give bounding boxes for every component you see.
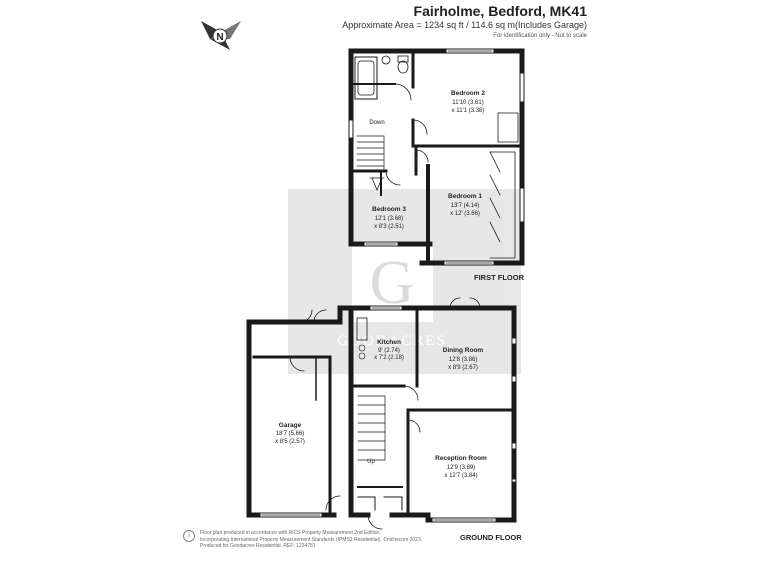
bedroom1-name: Bedroom 1	[448, 193, 482, 200]
footer-notes: Floor plan produced in accordance with R…	[200, 530, 500, 550]
room-bedroom2: Bedroom 2 11'10 (3.61) x 11'1 (3.38)	[451, 90, 485, 114]
bedroom1-dim2: x 12' (3.66)	[450, 211, 480, 217]
first-floor-plan	[348, 48, 525, 266]
first-floor-label: FIRST FLOOR	[474, 273, 525, 282]
room-reception: Reception Room 12'9 (3.89) x 12'7 (3.84)	[435, 455, 487, 479]
room-dining: Dining Room 12'8 (3.86) x 8'9 (2.67)	[443, 347, 484, 371]
room-bedroom3: Bedroom 3 12'1 (3.68) x 8'3 (2.51)	[372, 206, 406, 230]
stairs-up-label: Up	[367, 459, 375, 465]
bedroom3-dim2: x 8'3 (2.51)	[374, 224, 404, 230]
bedroom3-dim1: 12'1 (3.68)	[375, 216, 404, 222]
kitchen-name: Kitchen	[377, 339, 401, 346]
compass-north-label: N	[216, 32, 223, 43]
scale-note: For identification only - Not to scale	[493, 33, 587, 39]
garage-dim1: 18'7 (5.66)	[276, 431, 305, 437]
footer-line-2: Incorporating International Property Mea…	[200, 536, 423, 543]
bedroom2-name: Bedroom 2	[451, 90, 485, 97]
bedroom2-dim2: x 11'1 (3.38)	[452, 108, 485, 114]
property-title: Fairholme, Bedford, MK41	[413, 3, 587, 19]
reception-dim1: 12'9 (3.89)	[447, 465, 476, 471]
room-garage: Garage 18'7 (5.66) x 8'5 (2.57)	[275, 422, 305, 445]
kitchen-dim2: x 7'2 (2.18)	[374, 355, 404, 361]
garage-name: Garage	[279, 422, 302, 429]
footer-line-1: Floor plan produced in accordance with R…	[200, 530, 381, 536]
reception-name: Reception Room	[435, 455, 487, 462]
info-icon: i	[183, 530, 195, 542]
ground-floor-plan	[246, 297, 517, 530]
bedroom3-name: Bedroom 3	[372, 206, 406, 213]
area-subtitle: Approximate Area = 1234 sq ft / 114.6 sq…	[342, 20, 587, 30]
bedroom1-dim1: 13'7 (4.14)	[451, 203, 480, 209]
dining-dim1: 12'8 (3.86)	[449, 357, 478, 363]
garage-dim2: x 8'5 (2.57)	[275, 439, 305, 445]
dining-dim2: x 8'9 (2.67)	[448, 365, 478, 371]
stairs-down-label: Down	[369, 120, 384, 126]
watermark-panel	[288, 189, 521, 374]
dining-name: Dining Room	[443, 347, 484, 354]
footer-line-3: Produced for Goodacres Residential. REF:…	[200, 543, 316, 549]
bedroom2-dim1: 11'10 (3.61)	[452, 100, 483, 106]
room-bedroom1: Bedroom 1 13'7 (4.14) x 12' (3.66)	[448, 193, 482, 217]
ground-floor-label: GROUND FLOOR	[460, 533, 522, 542]
room-kitchen: Kitchen 9' (2.74) x 7'2 (2.18)	[374, 339, 404, 361]
reception-dim2: x 12'7 (3.84)	[444, 473, 477, 479]
kitchen-dim1: 9' (2.74)	[378, 348, 400, 354]
compass: N	[201, 21, 241, 50]
